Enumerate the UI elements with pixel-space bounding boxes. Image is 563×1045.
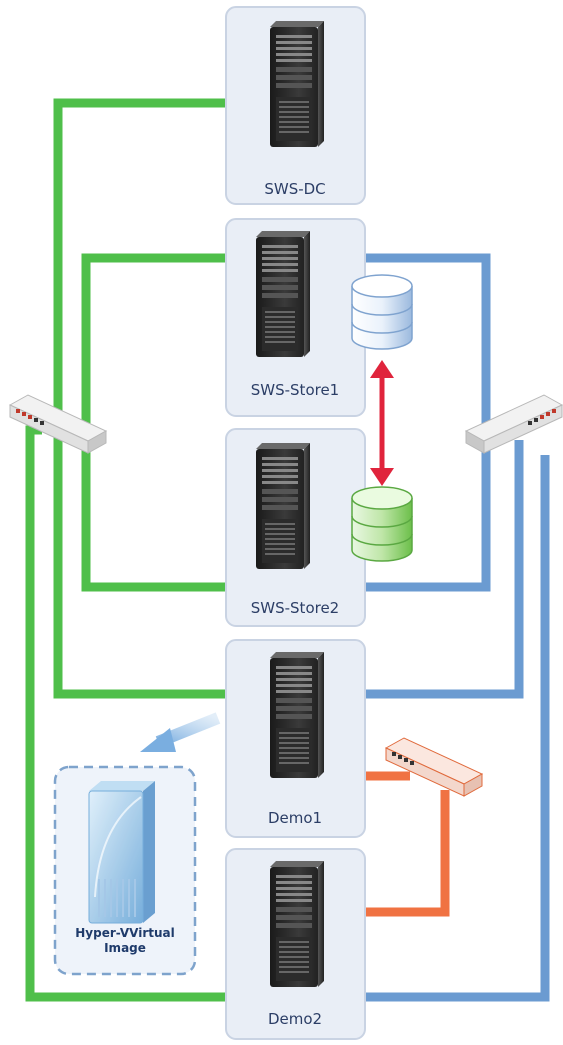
- vm-label-line2: Image: [104, 941, 146, 955]
- database-blue-icon: [351, 274, 413, 350]
- blue-link-demo1: [365, 440, 524, 699]
- server-label-sws-dc: SWS-DC: [264, 180, 325, 198]
- database-green-icon: [351, 486, 413, 562]
- virtual-server-icon: [88, 781, 155, 924]
- server-sws-dc: SWS-DC: [225, 6, 366, 205]
- blue-network-links: [365, 253, 550, 1002]
- hyper-v-virtual-image: Hyper-VVirtual Image: [53, 765, 197, 976]
- orange-link-demo2: [365, 790, 450, 917]
- server-label-demo2: Demo2: [268, 1010, 322, 1028]
- server-sws-store1: SWS-Store1: [225, 218, 366, 417]
- server-label-sws-store2: SWS-Store2: [251, 599, 339, 617]
- server-demo2: Demo2: [225, 848, 366, 1040]
- green-link-dc: [53, 98, 228, 699]
- vm-migration-arrow-icon: [140, 712, 221, 752]
- green-link-store-loop: [81, 253, 228, 592]
- server-label-sws-store1: SWS-Store1: [251, 381, 339, 399]
- server-demo1: Demo1: [225, 639, 366, 838]
- orange-network-links: [365, 771, 450, 917]
- network-switch-right: [465, 394, 563, 454]
- bidirectional-arrow-icon: [370, 360, 394, 486]
- blue-link-demo2: [365, 455, 550, 1002]
- vm-label-line1: Hyper-VVirtual: [75, 926, 175, 940]
- server-label-demo1: Demo1: [268, 809, 322, 827]
- server-sws-store2: SWS-Store2: [225, 428, 366, 627]
- network-switch-orange-icon: [384, 737, 484, 797]
- green-link-demo2: [25, 425, 228, 1002]
